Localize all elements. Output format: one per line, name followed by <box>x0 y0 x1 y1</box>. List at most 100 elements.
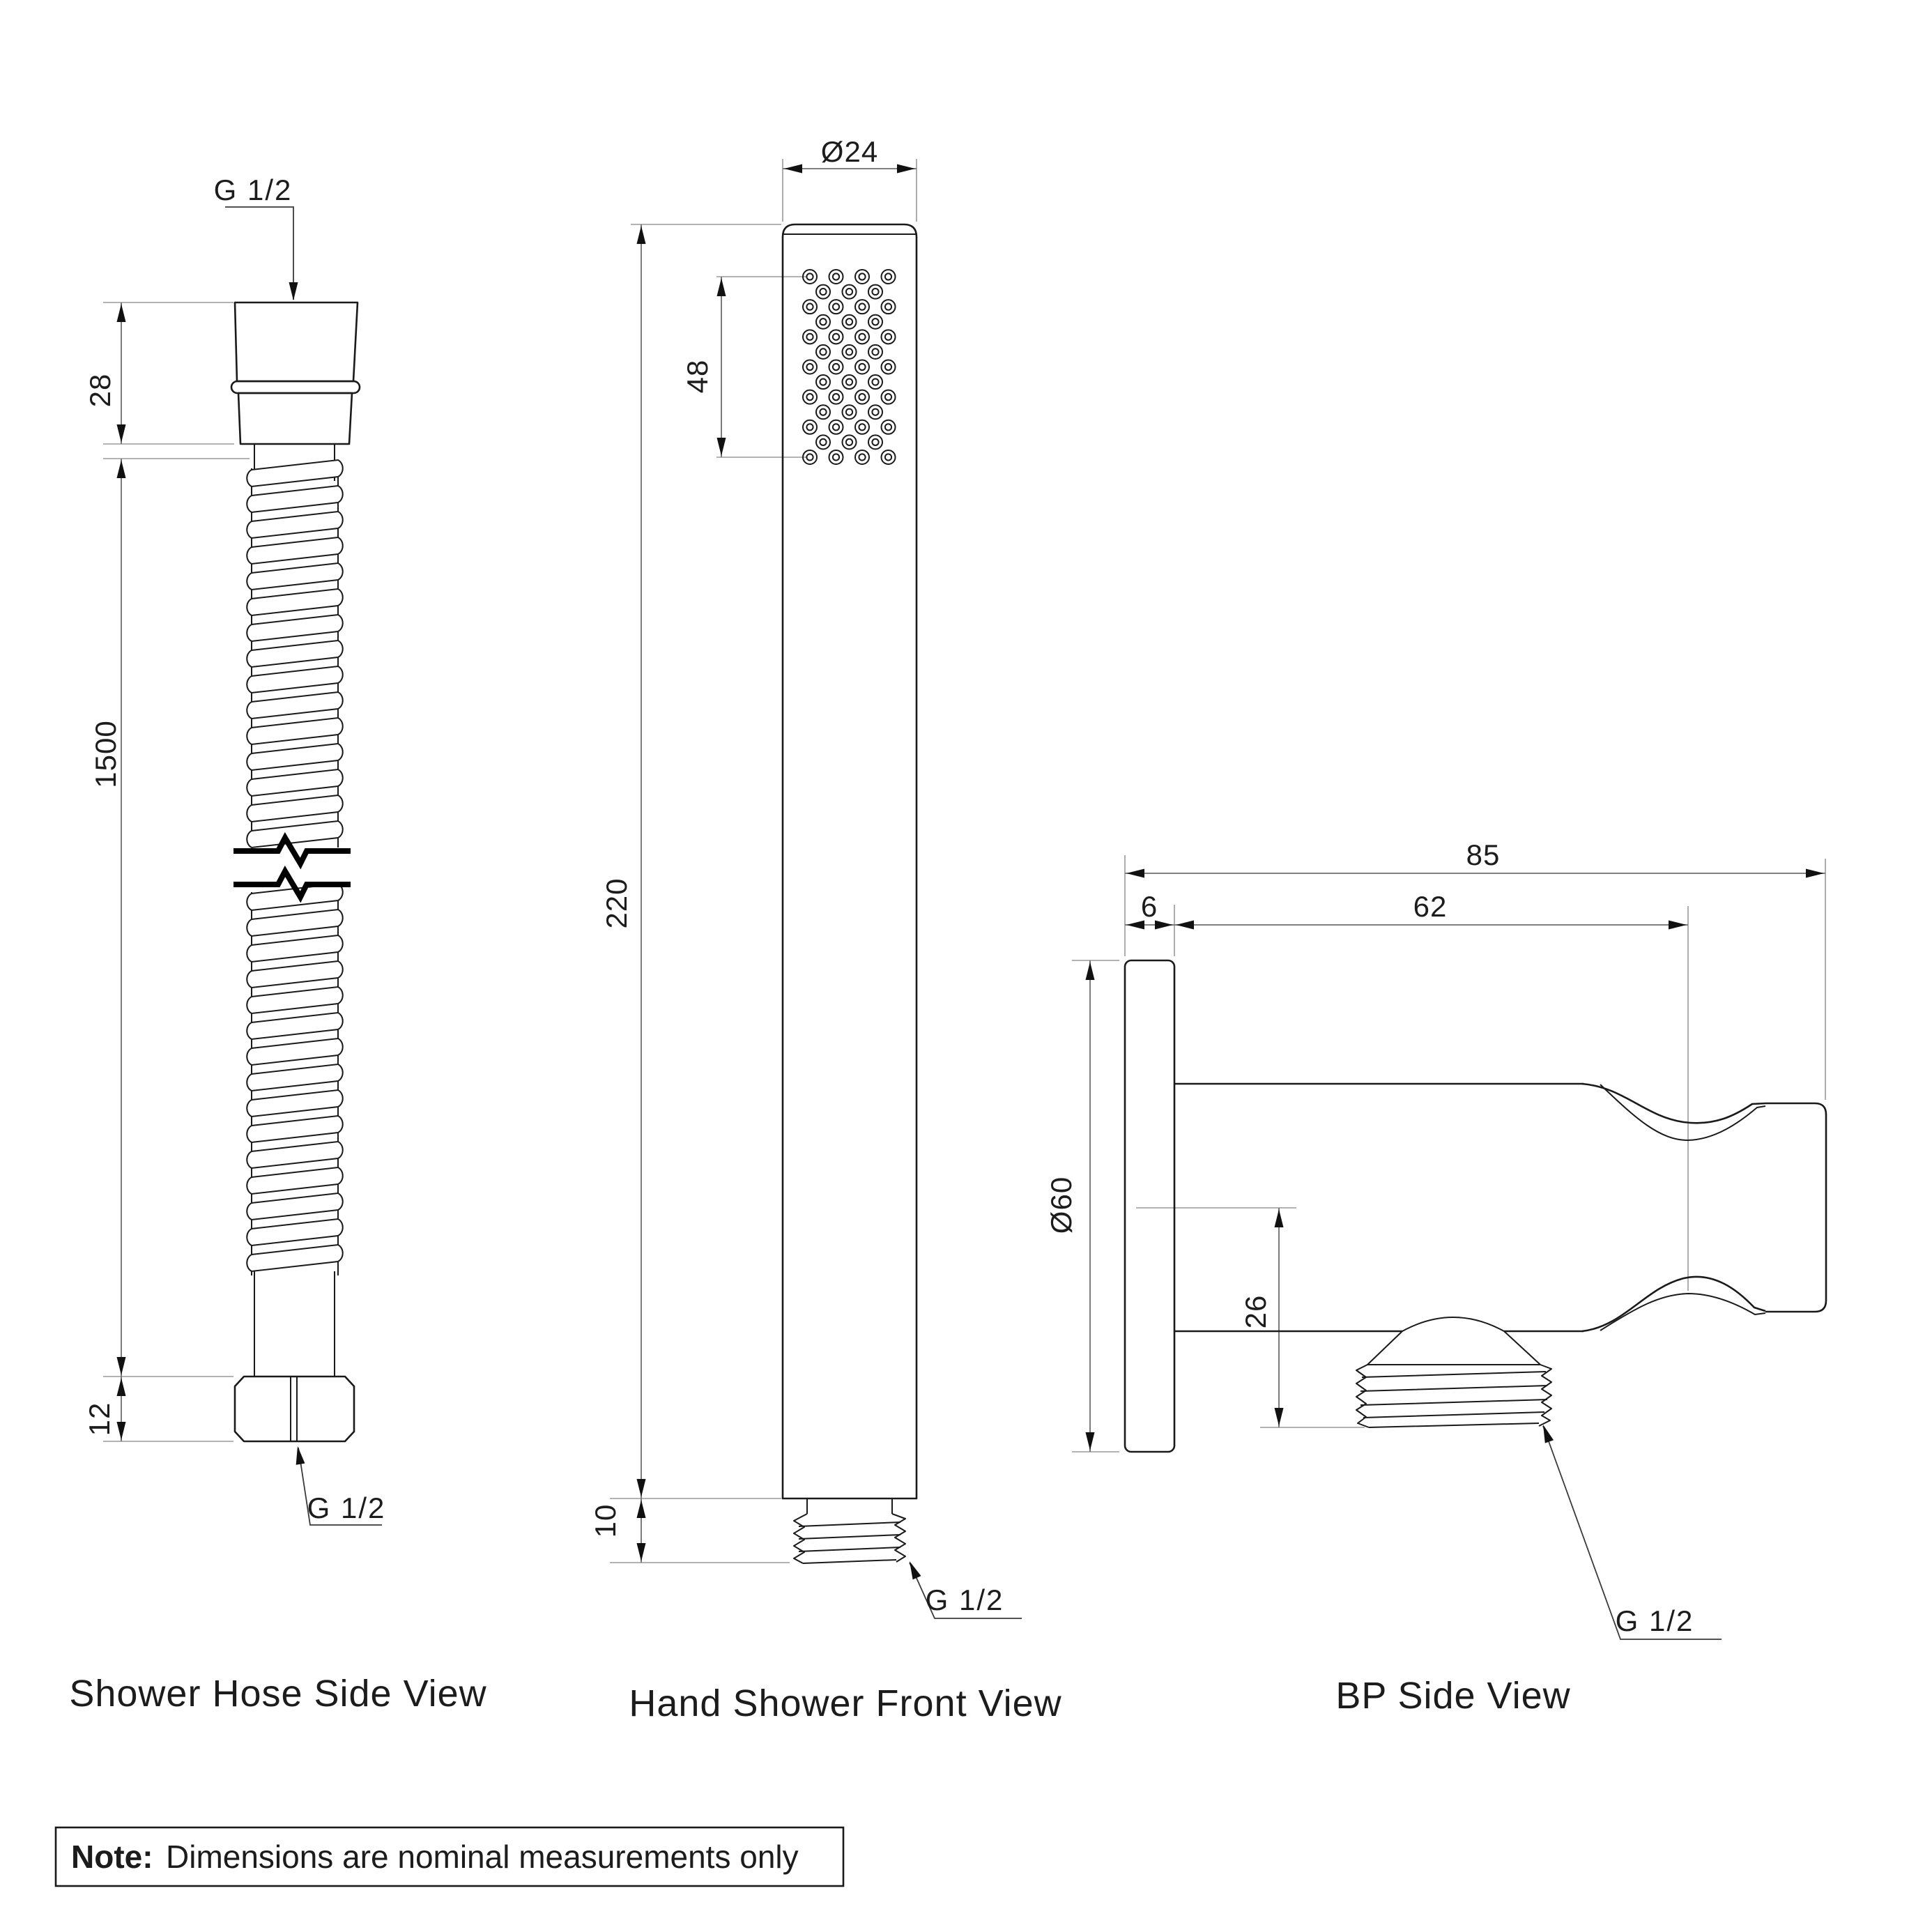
coil-band <box>246 986 344 1015</box>
coil-band <box>246 536 344 565</box>
nozzle-outer <box>880 299 896 315</box>
arrowhead <box>1176 920 1194 930</box>
dimension-lines <box>1089 873 1825 1452</box>
nozzle-inner <box>845 438 854 446</box>
nozzle-inner <box>819 378 827 386</box>
nozzle-outer <box>828 269 844 284</box>
connector-ring <box>230 380 361 394</box>
arrowhead <box>716 438 726 456</box>
arrowhead <box>1274 1408 1284 1426</box>
nozzle-outer <box>802 359 818 375</box>
nozzle-outer <box>868 374 883 390</box>
coil-band <box>246 588 344 617</box>
nozzle-inner <box>845 408 854 416</box>
nozzle-inner <box>806 273 814 281</box>
nozzle-inner <box>884 332 893 341</box>
extension-lines <box>1072 855 1826 1452</box>
holder-cradle <box>1581 1082 1827 1333</box>
nozzle-outer <box>828 419 844 435</box>
nozzle-inner <box>858 453 866 461</box>
nozzle-inner <box>858 362 866 371</box>
coil-band <box>246 1037 344 1066</box>
arrowhead <box>116 1357 126 1375</box>
nozzle-outer <box>854 449 870 465</box>
arrowhead <box>116 460 126 478</box>
arrowhead <box>910 1561 921 1580</box>
nozzle-inner <box>831 423 841 431</box>
arrowhead <box>636 1479 646 1497</box>
shower-hose-view: G 1/2 G 1/2 28 1500 12 Shower Hose Side … <box>69 174 486 1715</box>
coil-band <box>246 691 344 720</box>
leader-lines <box>225 206 382 1526</box>
nozzle-outer <box>828 329 844 345</box>
nozzle-inner <box>871 287 880 296</box>
coil-band <box>246 1192 344 1221</box>
coil-band <box>246 716 344 746</box>
nozzle-outer <box>854 419 870 435</box>
coil-band <box>246 639 344 668</box>
dimension-lines <box>641 168 917 1563</box>
nozzle-outer <box>815 434 831 450</box>
nozzle-inner <box>806 423 814 431</box>
dim-connector-28: 28 <box>84 374 116 408</box>
leader-lines <box>1542 1425 1722 1640</box>
note-prefix: Note: <box>71 1839 153 1875</box>
arrowhead <box>1274 1209 1284 1227</box>
dim-overall-85: 85 <box>1466 838 1501 871</box>
coil-band <box>246 768 344 797</box>
outlet-thread <box>793 1498 906 1564</box>
caption-hand-shower: Hand Shower Front View <box>629 1682 1061 1724</box>
arrowhead <box>897 164 915 174</box>
nozzle-outer <box>828 359 844 375</box>
nozzle-outer <box>854 329 870 345</box>
bracket-arm <box>1174 1082 1584 1333</box>
caption-bp: BP Side View <box>1335 1675 1570 1717</box>
nozzle-inner <box>871 318 880 326</box>
coil-band <box>246 1218 344 1247</box>
coil-band <box>246 1063 344 1092</box>
handshower-thread-label: G 1/2 <box>926 1584 1004 1616</box>
nozzle-inner <box>845 318 854 326</box>
nozzle-outer <box>828 299 844 315</box>
arrowhead <box>1126 868 1144 878</box>
thread-neck <box>806 1498 893 1514</box>
bp-thread-label: G 1/2 <box>1616 1604 1694 1637</box>
arrowhead <box>1669 920 1687 930</box>
arrowhead <box>1806 868 1824 878</box>
nozzle-outer <box>868 284 883 300</box>
coil-band <box>246 1140 344 1170</box>
nozzle-outer <box>802 329 818 345</box>
nozzle-outer <box>841 314 857 330</box>
leader-lines <box>909 1562 1022 1619</box>
coil-band <box>246 510 344 539</box>
coil-band <box>246 562 344 591</box>
nozzle-outer <box>868 434 883 450</box>
nozzle-inner <box>884 362 893 371</box>
nozzle-outer <box>802 419 818 435</box>
arrowhead <box>116 1422 126 1440</box>
nozzle-inner <box>845 348 854 356</box>
dim-hose-1500: 1500 <box>89 720 122 788</box>
nozzle-outer <box>854 269 870 284</box>
nozzle-inner <box>871 378 880 386</box>
nozzle-inner <box>819 318 827 326</box>
hose-top-thread-label: G 1/2 <box>214 174 293 206</box>
nozzle-inner <box>858 423 866 431</box>
nozzle-inner <box>884 393 893 401</box>
nozzle-outer <box>880 449 896 465</box>
arrowhead <box>1543 1425 1554 1443</box>
outlet-thread <box>1356 1317 1552 1428</box>
dimension-arrowheads <box>116 164 1824 1580</box>
wall-plate <box>1124 959 1176 1453</box>
nozzle-inner <box>819 348 827 356</box>
nozzle-inner <box>858 332 866 341</box>
arrowhead <box>1085 1432 1095 1450</box>
coil-band <box>246 1089 344 1118</box>
nozzle-inner <box>806 453 814 461</box>
nozzle-outer <box>868 404 883 420</box>
arrowhead <box>116 1378 126 1396</box>
nozzle-inner <box>831 332 841 341</box>
note-box: Note: Dimensions are nominal measurement… <box>54 1826 845 1887</box>
coil-band <box>246 613 344 643</box>
caption-shower-hose: Shower Hose Side View <box>69 1673 486 1715</box>
